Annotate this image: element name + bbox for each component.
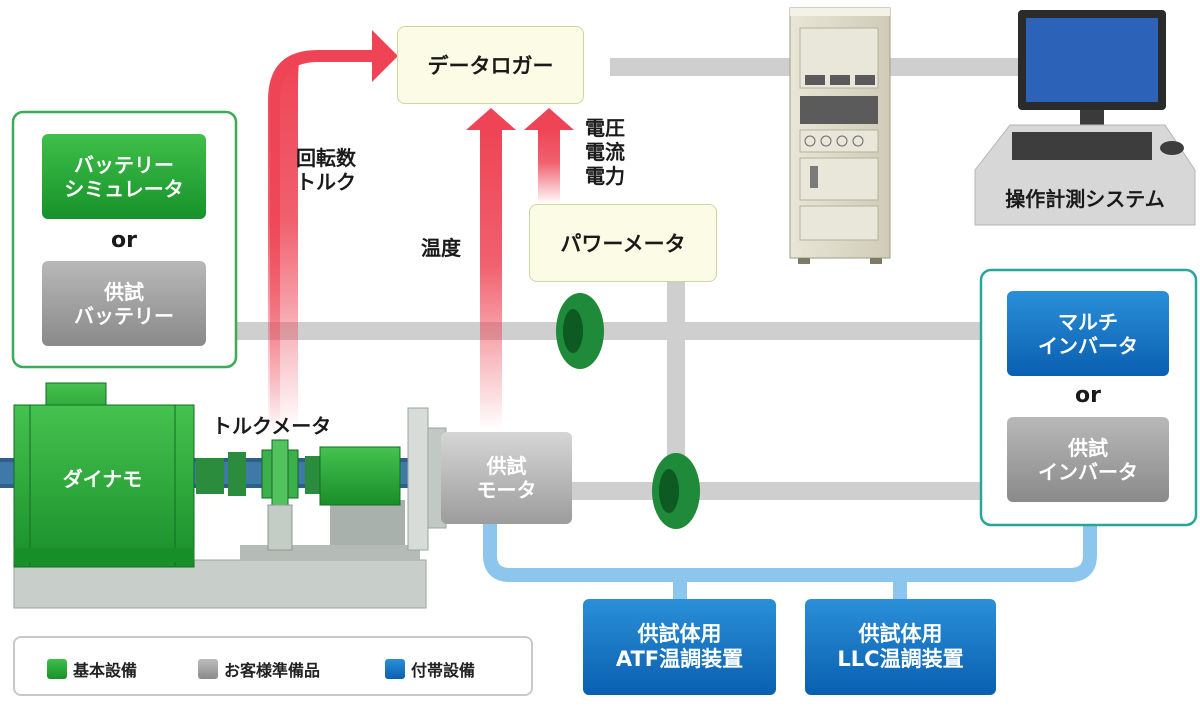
control-system-label: 操作計測システム	[1005, 187, 1165, 211]
test-battery-line2: バッテリー	[74, 303, 174, 328]
current-label: 電流	[585, 140, 625, 164]
power-meter-box: パワーメータ	[529, 204, 717, 282]
inverter-or-label: or	[1075, 382, 1101, 408]
test-motor-label: 供試 モータ	[441, 432, 572, 524]
current-sensor-lower	[652, 453, 700, 529]
speed-torque-label: 回転数 トルク	[296, 146, 356, 194]
current-sensor-upper	[556, 293, 604, 369]
test-inverter-line2: インバータ	[1038, 459, 1138, 484]
data-logger-label: データロガー	[427, 54, 554, 78]
data-logger-box: データロガー	[397, 26, 584, 104]
atf-unit-box: 供試体用 ATF温調装置	[583, 599, 776, 695]
voltage-label: 電圧	[585, 116, 625, 140]
battery-simulator-box: バッテリー シミュレータ	[42, 134, 206, 219]
torque-label: トルク	[296, 170, 356, 194]
battery-simulator-line1: バッテリー	[74, 152, 174, 177]
test-motor-line1: 供試	[486, 454, 527, 478]
legend-label-accessory: 付帯設備	[411, 661, 476, 680]
legend-item-accessory: 付帯設備	[385, 657, 475, 681]
cooling-lines	[483, 520, 1097, 600]
power-values-label: 電圧 電流 電力	[585, 116, 625, 188]
test-inverter-line1: 供試	[1068, 435, 1108, 460]
legend-swatch-basic	[47, 659, 67, 679]
battery-or-label: or	[111, 227, 137, 253]
torque-meter-label: トルクメータ	[212, 414, 332, 438]
temperature-arrow	[480, 128, 502, 430]
power-meter-label: パワーメータ	[560, 232, 686, 256]
test-inverter-box: 供試 インバータ	[1007, 417, 1169, 502]
atf-unit-line2: ATF温調装置	[615, 647, 744, 671]
computer-icon	[974, 10, 1196, 226]
equipment-rack-icon	[789, 7, 891, 264]
llc-unit-line2: LLC温調装置	[837, 647, 964, 671]
dynamo-machine	[13, 382, 195, 568]
test-motor-line2: モータ	[476, 478, 537, 502]
signal-arrows	[268, 30, 574, 430]
legend-item-customer: お客様準備品	[198, 657, 320, 681]
temperature-label: 温度	[421, 236, 461, 260]
legend-item-basic: 基本設備	[47, 657, 137, 681]
power-label: 電力	[585, 164, 625, 188]
speed-torque-arrow-head	[372, 30, 398, 82]
battery-simulator-line2: シミュレータ	[64, 176, 184, 201]
speed-torque-arrow	[270, 52, 372, 430]
llc-unit-line1: 供試体用	[858, 621, 943, 646]
power-arrow	[538, 128, 560, 204]
test-battery-line1: 供試	[104, 279, 144, 304]
llc-unit-box: 供試体用 LLC温調装置	[805, 599, 996, 695]
speed-label: 回転数	[296, 146, 356, 170]
multi-inverter-box: マルチ インバータ	[1007, 291, 1169, 376]
legend-label-customer: お客様準備品	[224, 661, 321, 680]
test-battery-box: 供試 バッテリー	[42, 261, 206, 346]
temperature-arrow-head	[466, 108, 516, 130]
test-motor-body	[441, 432, 572, 524]
dynamo-label: ダイナモ	[62, 466, 143, 491]
legend-label-basic: 基本設備	[73, 661, 138, 680]
legend: 基本設備 お客様準備品 付帯設備	[13, 636, 533, 696]
power-arrow-head	[524, 108, 574, 130]
legend-swatch-customer	[198, 659, 218, 679]
atf-unit-line1: 供試体用	[637, 621, 722, 646]
multi-inverter-line2: インバータ	[1038, 333, 1138, 358]
legend-swatch-accessory	[385, 659, 405, 679]
multi-inverter-line1: マルチ	[1058, 309, 1118, 334]
